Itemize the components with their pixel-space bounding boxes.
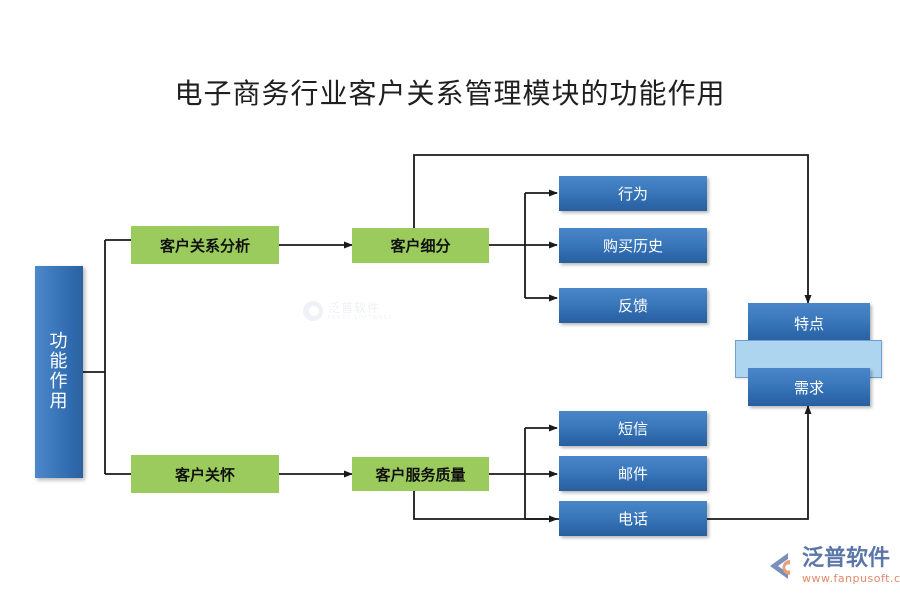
node-stage-top[interactable]: 客户细分 <box>352 228 489 263</box>
brand-logo-name: 泛普软件 <box>802 546 891 571</box>
node-leaf-bottom-0[interactable]: 短信 <box>559 411 707 446</box>
node-leaf-bottom-1[interactable]: 邮件 <box>559 456 707 491</box>
page-title: 电子商务行业客户关系管理模块的功能作用 <box>174 77 726 110</box>
node-leaf-bottom-2[interactable]: 电话 <box>559 501 707 536</box>
node-leaf-top-2[interactable]: 反馈 <box>559 288 707 323</box>
node-stage-bottom[interactable]: 客户服务质量 <box>352 457 489 491</box>
node-right-top[interactable]: 特点 <box>748 303 870 343</box>
node-right-bottom[interactable]: 需求 <box>748 368 870 406</box>
node-branch-top[interactable]: 客户关系分析 <box>131 226 279 264</box>
root-char-1: 能 <box>49 350 69 372</box>
brand-logo-url: www.fanpusoft.com <box>802 572 900 585</box>
brand-logo-icon <box>770 553 790 579</box>
node-branch-bottom[interactable]: 客户关怀 <box>131 455 279 493</box>
node-root[interactable]: 功 能 作 用 <box>35 266 83 478</box>
root-char-0: 功 <box>49 330 69 352</box>
node-leaf-top-0[interactable]: 行为 <box>559 176 707 211</box>
brand-logo: 泛普软件 www.fanpusoft.com <box>764 540 900 592</box>
root-char-2: 作 <box>49 371 69 392</box>
root-char-3: 用 <box>49 391 69 413</box>
node-leaf-top-1[interactable]: 购买历史 <box>559 228 707 263</box>
